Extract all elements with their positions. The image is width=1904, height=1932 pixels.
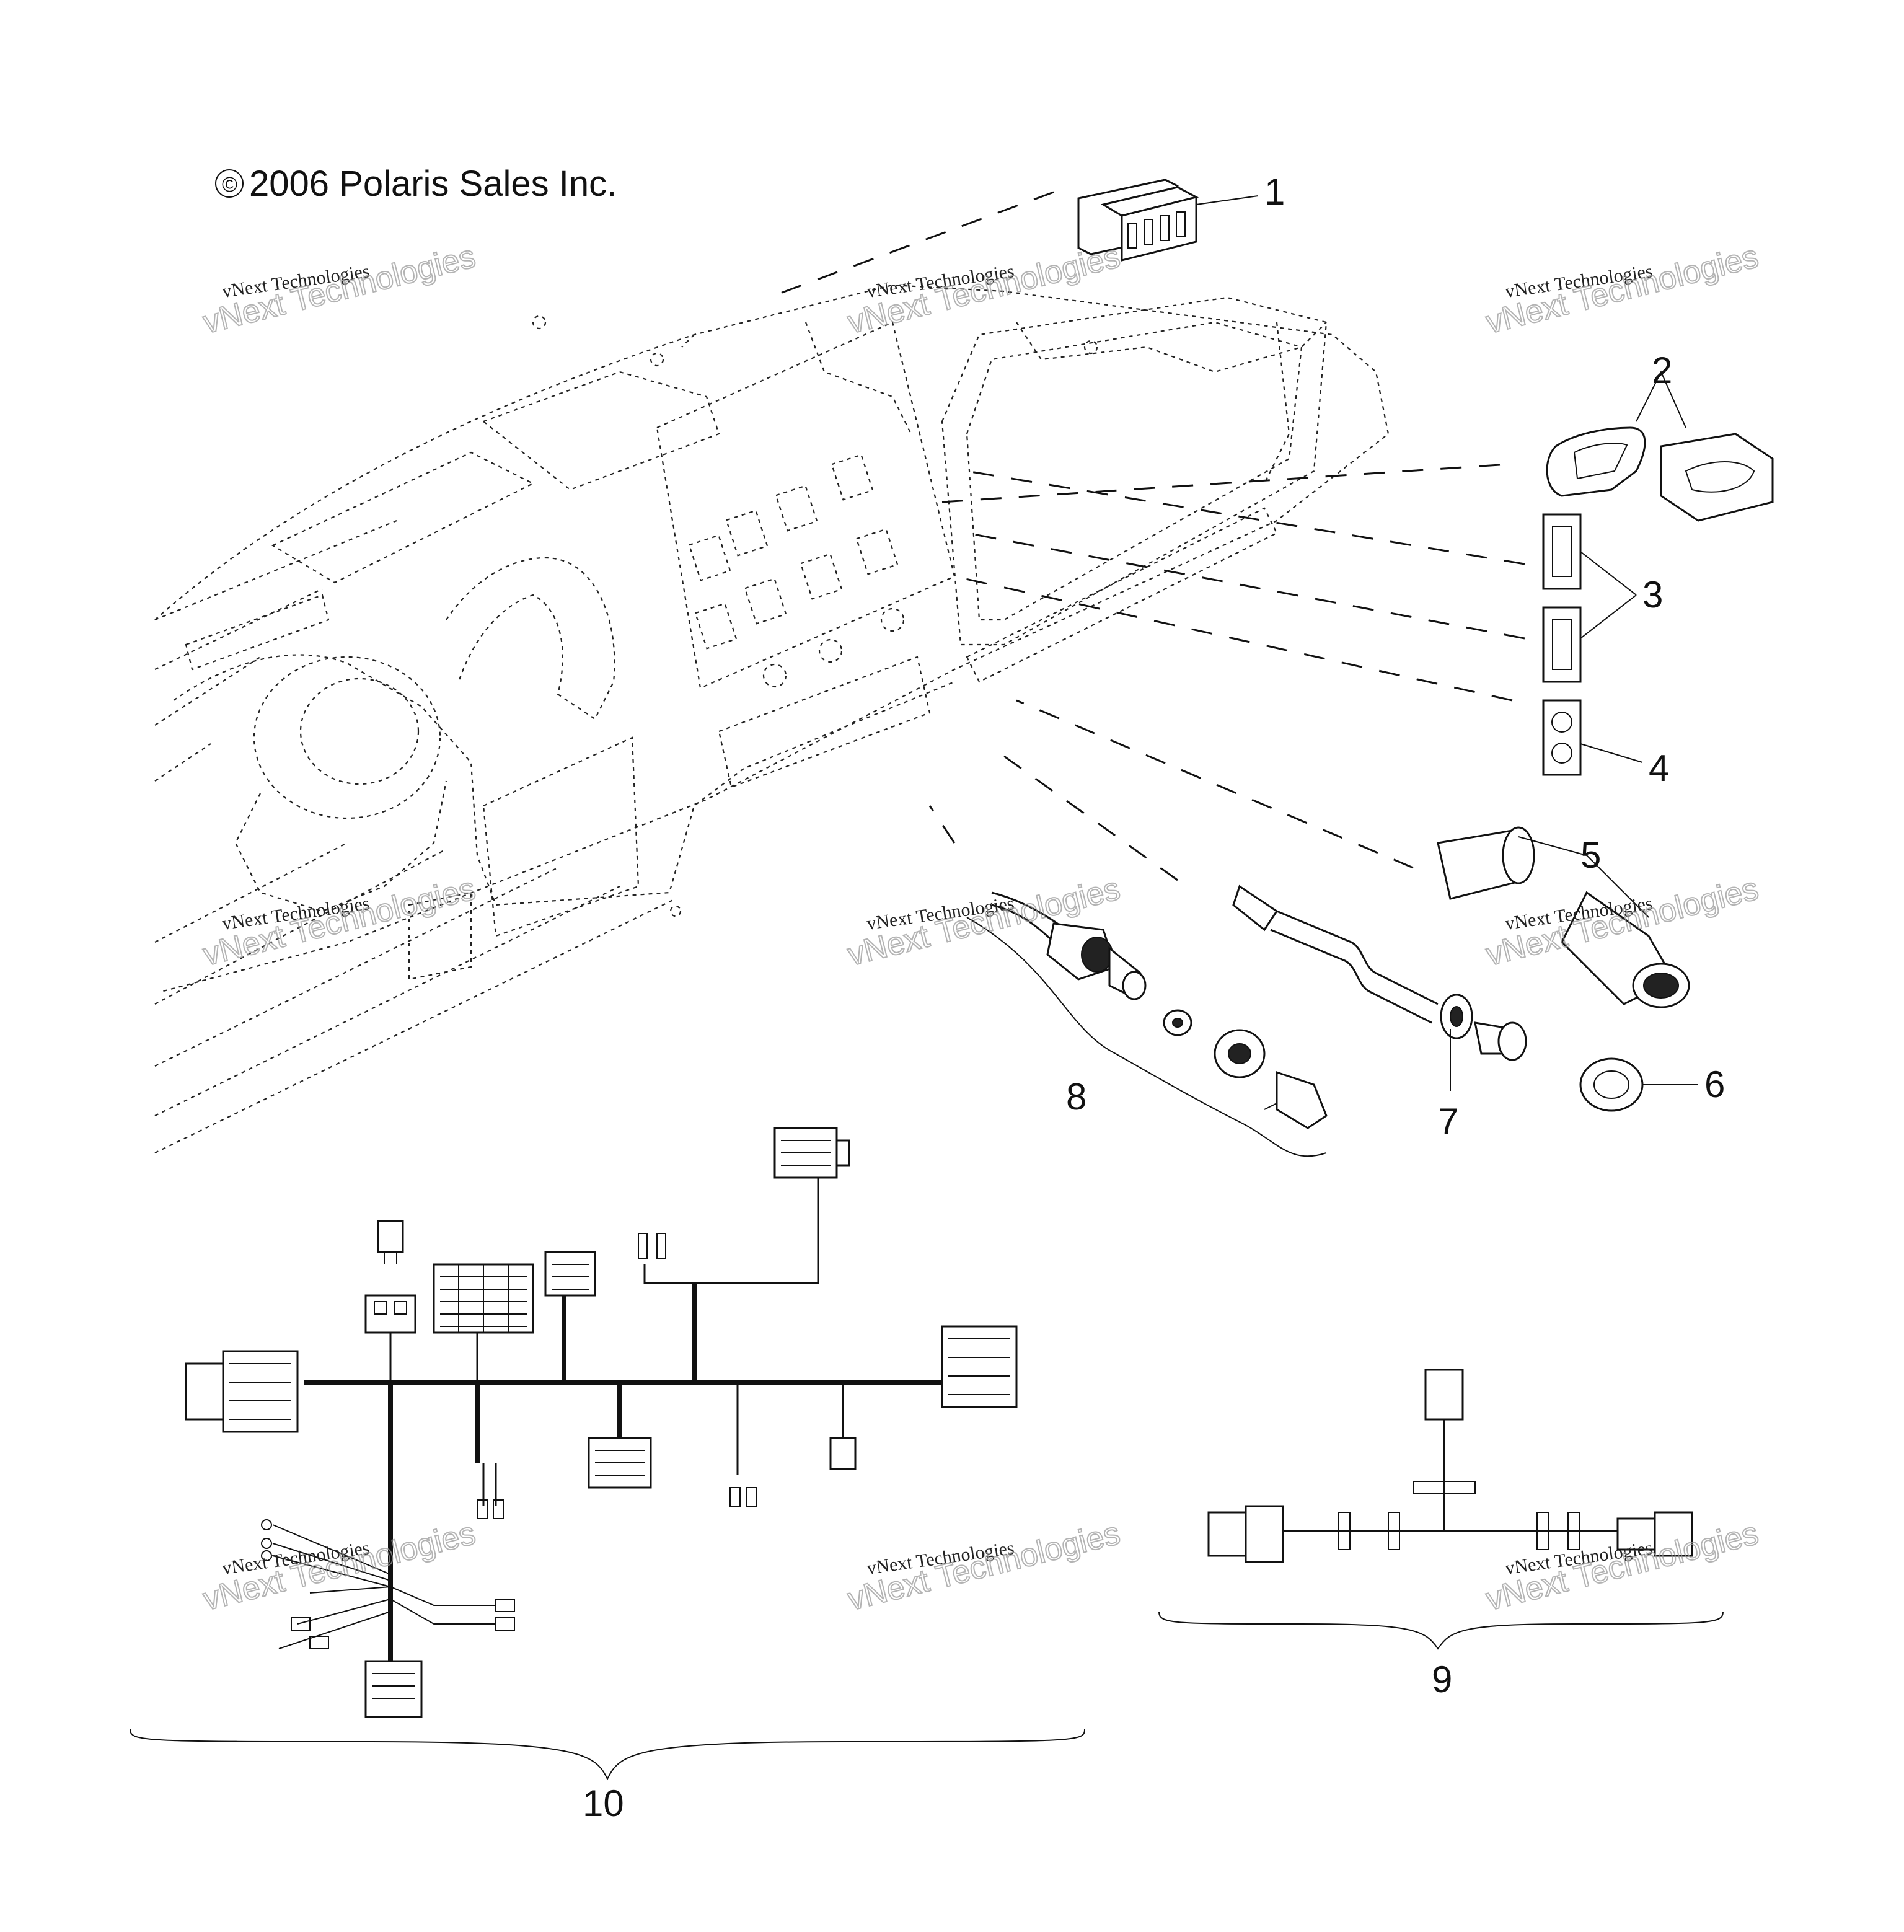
dashboard-edge-hatching [154,519,676,1153]
steering-column-ring-inner [299,677,420,785]
callout-1: 1 [1264,171,1285,213]
switch-panel-cutouts [688,454,905,688]
callout-9: 9 [1432,1659,1452,1700]
part-5-power-outlet: 5 [1016,699,1690,1008]
steering-column-ring-outer [253,656,441,819]
callout-2: 2 [1652,350,1672,391]
steering-column-body [234,780,447,912]
part-7-cable: 7 [1003,755,1527,1142]
copyright-notice: © 2006 Polaris Sales Inc. [215,164,617,204]
dashboard-top-rim [681,322,1327,484]
callout-7: 7 [1438,1101,1458,1142]
dashboard-assembly [154,284,1390,1153]
fastener [650,352,664,367]
watermark: vNext Technologies vNext Technologies [199,870,480,974]
part-1-relay-connector: 1 [768,171,1285,299]
fastener [1083,340,1098,355]
part-8-ignition-switch: 8 [928,805,1328,1157]
steering-mount [446,557,615,720]
callout-4: 4 [1649,748,1669,789]
callout-3: 3 [1642,574,1663,615]
watermark: vNext Technologies vNext Technologies [199,1515,480,1618]
part-2-bezels: 2 [941,350,1774,522]
watermark: vNext Technologies vNext Technologies [1482,238,1763,342]
right-lower-trim [718,507,1278,788]
upper-vent-left [271,451,535,584]
callout-8: 8 [1066,1076,1086,1118]
fastener [532,315,547,330]
right-gauge-opening-inner [966,321,1303,621]
watermark: vNext Technologies vNext Technologies [199,238,480,342]
part-3-switch-plates: 3 [966,470,1663,683]
lower-glovebox [408,891,472,981]
callout-5: 5 [1580,834,1601,876]
watermarks: vNext Technologies vNext Technologies vN… [199,238,1763,1618]
part-10-main-harness: 10 [130,1127,1085,1824]
dashboard-lower-shell [173,654,955,906]
callout-6: 6 [1704,1064,1725,1105]
switch-panel [656,321,956,689]
right-gauge-opening [941,296,1328,646]
copyright-text: 2006 Polaris Sales Inc. [249,164,617,204]
part-9-sub-harness: 9 [1158,1369,1724,1700]
dashboard-outer-shell [154,284,1390,993]
copyright-symbol: © [222,173,237,196]
callout-10: 10 [583,1783,624,1824]
part-4-headlight-switch: 4 [954,575,1669,789]
watermark: vNext Technologies vNext Technologies [844,1515,1124,1618]
instrument-cluster-recess [482,736,640,937]
watermark: vNext Technologies vNext Technologies [844,238,1124,342]
upper-vent-mid [482,371,720,491]
copyright-symbol-circle [215,169,244,198]
part-6-nut: 6 [1579,1057,1725,1112]
left-pod [185,594,330,671]
fastener [669,905,682,917]
